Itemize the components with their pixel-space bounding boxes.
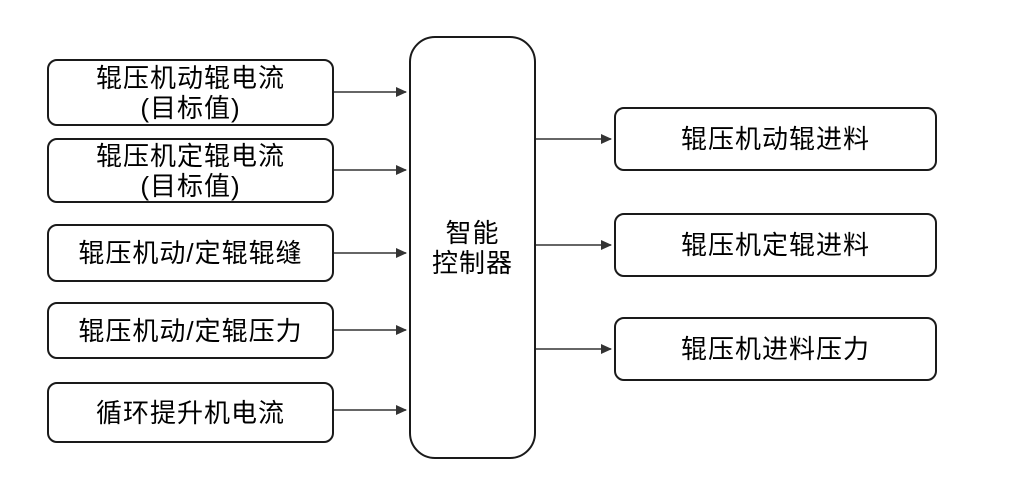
box-label-line: 辊压机定辊电流 [95, 140, 285, 171]
output-box-moving-roller-feed: 辊压机动辊进料 [614, 107, 937, 171]
box-label-line: 辊压机定辊进料 [680, 230, 870, 260]
input-box-roller-gap: 辊压机动/定辊辊缝 [47, 224, 334, 282]
controller-box: 智能 控制器 [409, 36, 536, 459]
box-label-line: (目标值) [140, 170, 241, 201]
box-label-line: (目标值) [140, 92, 241, 123]
box-label-line: 辊压机动/定辊辊缝 [78, 238, 303, 268]
box-label-line: 辊压机动辊进料 [680, 124, 870, 154]
input-box-moving-roller-current-target: 辊压机动辊电流 (目标值) [47, 59, 334, 126]
box-label-line: 辊压机动辊电流 [95, 62, 285, 93]
input-box-roller-pressure: 辊压机动/定辊压力 [47, 302, 334, 359]
box-label-line: 辊压机动/定辊压力 [78, 315, 303, 346]
output-box-fixed-roller-feed: 辊压机定辊进料 [614, 213, 937, 277]
input-box-circulating-elevator-current: 循环提升机电流 [47, 382, 334, 443]
box-label-line: 循环提升机电流 [95, 397, 285, 428]
output-box-feed-pressure: 辊压机进料压力 [614, 317, 937, 381]
controller-label-line: 控制器 [431, 247, 513, 278]
box-label-line: 辊压机进料压力 [680, 334, 870, 364]
input-box-fixed-roller-current-target: 辊压机定辊电流 (目标值) [47, 138, 334, 203]
controller-label-line: 智能 [445, 217, 500, 248]
